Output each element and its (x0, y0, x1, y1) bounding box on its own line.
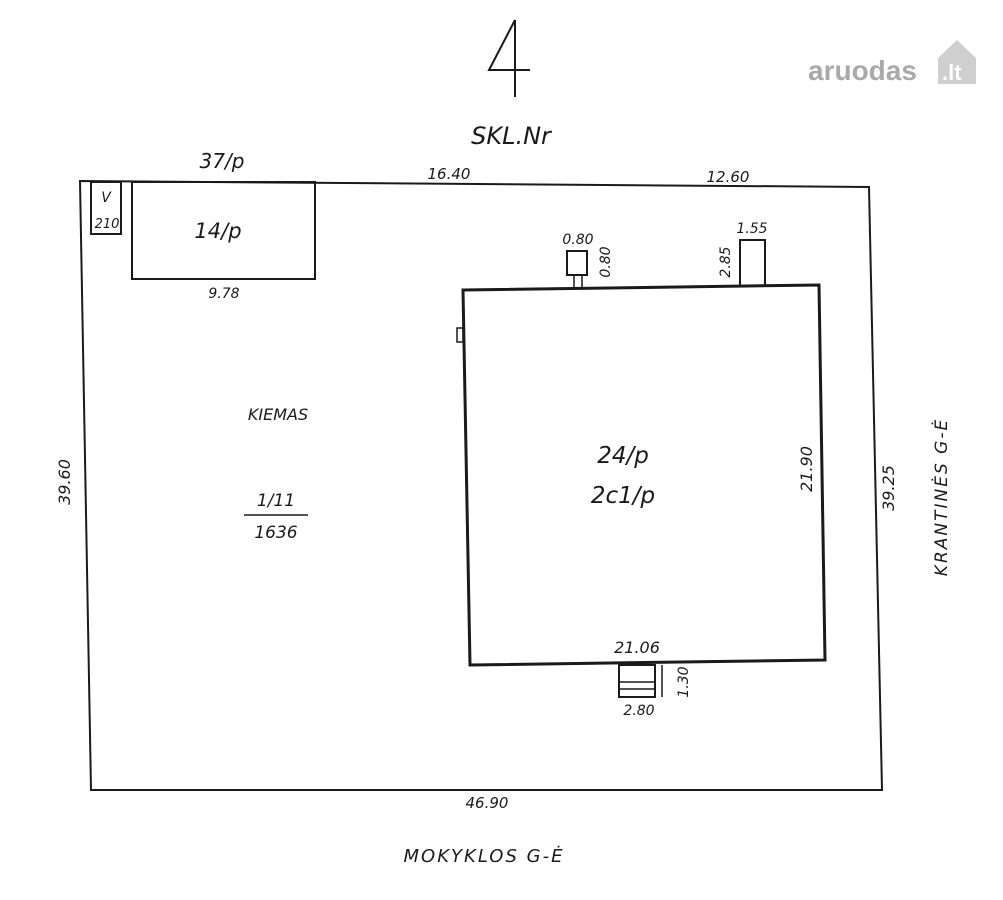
plot-dim-left: 39.60 (55, 459, 74, 505)
stairs-dim-bottom: 2.80 (623, 703, 654, 719)
street-right-label: KRANTINĖS G-Ė (931, 418, 952, 576)
main-building-dim-right: 21.90 (797, 446, 816, 492)
house-icon (938, 40, 976, 84)
chimney-annex-dim-top: 1.55 (736, 221, 767, 237)
chimney-annex (739, 239, 766, 287)
small-annex (566, 250, 588, 276)
small-structure-number: 210 (95, 217, 120, 232)
plot-fraction-top: 1/11 (257, 491, 295, 511)
chimney-annex-dim-side: 2.85 (718, 246, 734, 277)
plot-number-label: SKL.Nr (471, 122, 553, 150)
watermark: aruodas .lt (808, 40, 976, 86)
watermark-text: aruodas (808, 55, 917, 86)
yard-label: KIEMAS (248, 405, 308, 424)
main-building (461, 283, 827, 667)
small-annex-dim-top: 0.80 (562, 232, 593, 248)
plot-boundary (78, 179, 884, 791)
small-structure-letter: V (101, 190, 112, 206)
shed-label: 14/p (194, 219, 241, 243)
watermark-suffix: .lt (942, 60, 962, 85)
main-building-label-1: 24/p (597, 443, 649, 469)
small-structure-box (90, 181, 122, 235)
plot-dim-top-left: 16.40 (428, 165, 471, 183)
plot-fraction-bottom: 1636 (254, 523, 297, 543)
plot-dim-bottom: 46.90 (466, 794, 509, 812)
small-annex-dim-side: 0.80 (598, 246, 614, 277)
main-building-dim-bottom: 21.06 (614, 638, 660, 657)
stairs-dim-side: 1.30 (676, 666, 692, 697)
shed-dim-bottom: 9.78 (208, 286, 239, 302)
plot-dim-right: 39.25 (879, 465, 898, 511)
entrance-stairs (618, 664, 663, 698)
street-bottom-label: MOKYKLOS G-Ė (404, 846, 565, 867)
shed-building (131, 181, 316, 280)
main-building-label-2: 2c1/p (591, 483, 655, 509)
sheet-number-4-glyph (487, 19, 530, 97)
shed-label-above: 37/p (200, 149, 245, 173)
plot-dim-top-right: 12.60 (707, 168, 750, 186)
main-building-side-tab (456, 327, 464, 343)
